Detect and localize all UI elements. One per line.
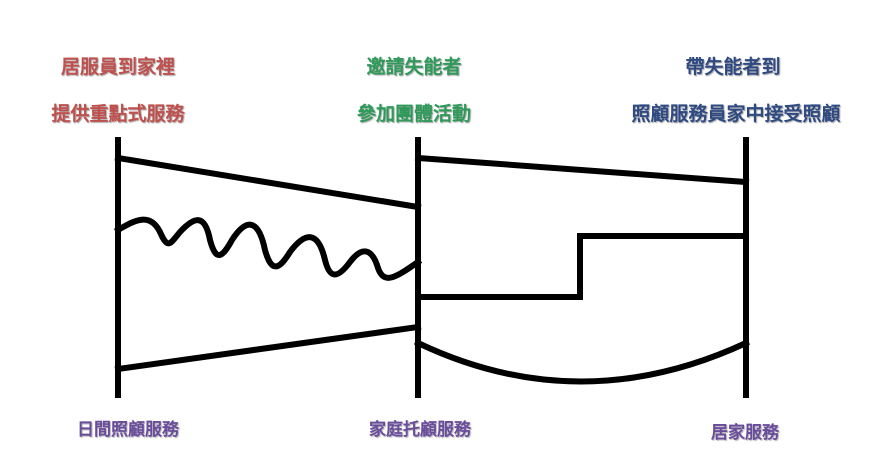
top-label-middle-line1: 邀請失能者 [366, 56, 462, 78]
left-top-line [114, 154, 422, 211]
left-wavy-line [113, 216, 423, 281]
top-label-left-line1: 居服員到家裡 [60, 56, 176, 78]
top-label-middle-line2: 參加團體活動 [356, 103, 472, 125]
top-label-left-line2: 提供重點式服務 [51, 103, 185, 125]
right-step-line [415, 233, 749, 300]
bottom-label-middle: 家庭托顧服務 [369, 420, 471, 440]
bottom-label-right: 居家服務 [711, 423, 779, 443]
bottom-label-left: 日間照顧服務 [77, 420, 179, 440]
top-label-right-line1: 帶失能者到 [685, 56, 781, 78]
right-top-line [414, 154, 750, 186]
right-arc-line [414, 339, 750, 385]
top-label-right-line2: 照顧服務員家中接受照顧 [631, 103, 841, 125]
left-bottom-line [114, 323, 422, 373]
